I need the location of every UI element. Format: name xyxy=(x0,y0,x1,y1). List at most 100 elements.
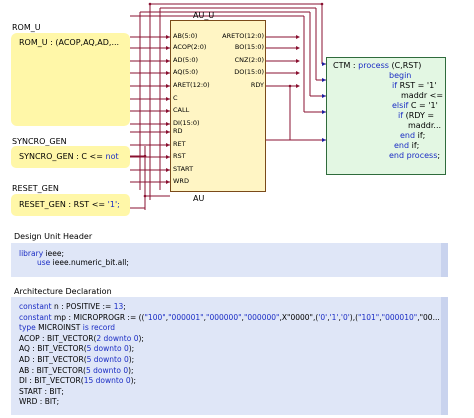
du-line2-kw: use xyxy=(37,258,51,267)
ctm-rest: maddr <= xyxy=(401,91,444,100)
au-left-port: RET xyxy=(173,140,186,148)
arch-decl-title: Architecture Declaration xyxy=(14,287,112,296)
arch-code-line: constant n : POSITIVE := 13; xyxy=(19,302,126,311)
ctm-rest: if; xyxy=(409,141,420,150)
code-token: 5 xyxy=(86,365,91,375)
ctm-code-line: maddr <= xyxy=(401,91,443,100)
reset-text-prefix: RESET_GEN : RST <= xyxy=(19,200,108,209)
code-token: "100" xyxy=(144,312,166,322)
arch-code-line: AD : BIT_VECTOR(5 downto 0); xyxy=(19,355,134,364)
code-token: downto xyxy=(95,376,124,386)
code-token: 0 xyxy=(123,355,129,364)
code-token: 0 xyxy=(133,333,139,343)
code-token: ); xyxy=(138,333,144,343)
au-title: AU_U xyxy=(193,11,215,20)
code-token: 5 xyxy=(86,355,92,364)
arch-decl-scrollbar[interactable] xyxy=(441,297,448,415)
code-token: downto xyxy=(103,333,132,343)
design-unit-scrollbar[interactable] xyxy=(441,243,448,277)
arch-code-line: WRD : BIT; xyxy=(19,397,59,406)
ctm-kw: elsif xyxy=(392,101,409,110)
code-token: ; xyxy=(123,302,126,311)
syncro-text: SYNCRO_GEN : C <= not xyxy=(19,152,119,161)
code-token: , xyxy=(379,312,382,322)
ctm-code-line: elsif C = '1' xyxy=(392,101,438,110)
arch-code-line: AQ : BIT_VECTOR(5 downto 0); xyxy=(19,344,134,353)
ctm-rest: (RDY = xyxy=(403,111,435,120)
au-left-port: ARET(12:0) xyxy=(173,81,210,89)
code-token: ACOP : BIT_VECTOR( xyxy=(19,333,97,343)
code-token: "000010" xyxy=(381,312,418,322)
code-token: ),( xyxy=(349,312,359,322)
code-token: 15 xyxy=(83,376,94,386)
syncro-text-prefix: SYNCRO_GEN : C <= xyxy=(19,152,106,161)
ctm-code-line: end if; xyxy=(394,141,419,150)
arch-decl-block[interactable] xyxy=(11,297,441,415)
au-left-port: C xyxy=(173,94,178,102)
ctm-rest: maddr... xyxy=(408,121,442,130)
reset-block[interactable] xyxy=(11,194,130,216)
ctm-header-kw: process xyxy=(358,61,389,70)
code-token: ); xyxy=(128,355,135,364)
ctm-code-line: end process; xyxy=(389,151,440,160)
code-token: ,"00... xyxy=(417,312,439,322)
au-right-port: CNZ(2:0) xyxy=(234,56,264,64)
au-left-port: WRD xyxy=(173,177,189,185)
au-right-port: ARETO(12:0) xyxy=(222,32,264,40)
ctm-kw: begin xyxy=(389,71,412,80)
design-unit-header-title: Design Unit Header xyxy=(14,232,93,241)
design-unit-header-block[interactable] xyxy=(11,243,441,277)
code-token: WRD : BIT; xyxy=(19,397,60,407)
au-left-port: AD(5:0) xyxy=(173,56,198,64)
design-unit-line-2: use ieee.numeric_bit.all; xyxy=(37,258,129,267)
code-token: "000001" xyxy=(168,312,204,322)
code-token: "000000" xyxy=(206,312,242,322)
ctm-kw: if xyxy=(392,81,398,90)
au-block[interactable] xyxy=(170,20,266,192)
reset-text: RESET_GEN : RST <= '1'; xyxy=(19,200,120,209)
code-token: 0 xyxy=(125,376,131,386)
au-bottom-label: AU xyxy=(193,194,205,203)
au-left-port: ACOP(2:0) xyxy=(173,43,207,51)
ctm-code-line: if RST = '1' xyxy=(392,81,436,90)
syncro-block[interactable] xyxy=(11,146,130,168)
code-token: ); xyxy=(128,365,134,375)
du-line1-rest: ieee; xyxy=(43,249,64,258)
au-left-port: AB(5:0) xyxy=(173,32,198,40)
code-token: mp : MICROPROGR := (( xyxy=(51,312,145,322)
arch-code-line: START : BIT; xyxy=(19,387,64,396)
code-token: , xyxy=(241,312,244,322)
code-token: constant xyxy=(19,312,52,322)
reset-title: RESET_GEN xyxy=(12,184,59,193)
syncro-text-kw: not xyxy=(105,152,119,161)
code-token: is record xyxy=(82,323,116,333)
ctm-process-block[interactable] xyxy=(326,57,446,175)
au-left-port: DI(15:0) xyxy=(173,119,200,127)
au-left-port: CALL xyxy=(173,106,190,114)
code-token: ,X"0000",( xyxy=(279,312,319,322)
code-token: n : POSITIVE := xyxy=(51,302,114,311)
code-token: 2 xyxy=(96,333,102,343)
ctm-kw: end xyxy=(394,141,410,150)
code-token: "000000" xyxy=(243,312,280,322)
code-token: AQ : BIT_VECTOR( xyxy=(19,344,87,354)
au-right-port: RDY xyxy=(250,81,264,89)
reset-text-val: '1'; xyxy=(107,200,120,209)
code-token: AD : BIT_VECTOR( xyxy=(19,355,87,364)
code-token: 5 xyxy=(86,344,92,354)
rom-block[interactable] xyxy=(11,33,130,126)
arch-code-line: type MICROINST is record xyxy=(19,323,115,332)
code-token: "101" xyxy=(358,312,380,322)
ctm-code-line: maddr... xyxy=(408,121,441,130)
code-token: constant xyxy=(19,302,52,311)
ctm-kw: end process xyxy=(389,151,438,160)
code-token: downto xyxy=(93,344,122,354)
ctm-rest: ; xyxy=(437,151,441,160)
ctm-code-line: if (RDY = xyxy=(398,111,434,120)
code-token: , xyxy=(165,312,169,322)
du-line1-kw: library xyxy=(19,249,44,258)
code-token: ); xyxy=(130,376,137,386)
arch-code-line: AB : BIT_VECTOR(5 downto 0); xyxy=(19,366,134,375)
ctm-code-line: begin xyxy=(389,71,411,80)
